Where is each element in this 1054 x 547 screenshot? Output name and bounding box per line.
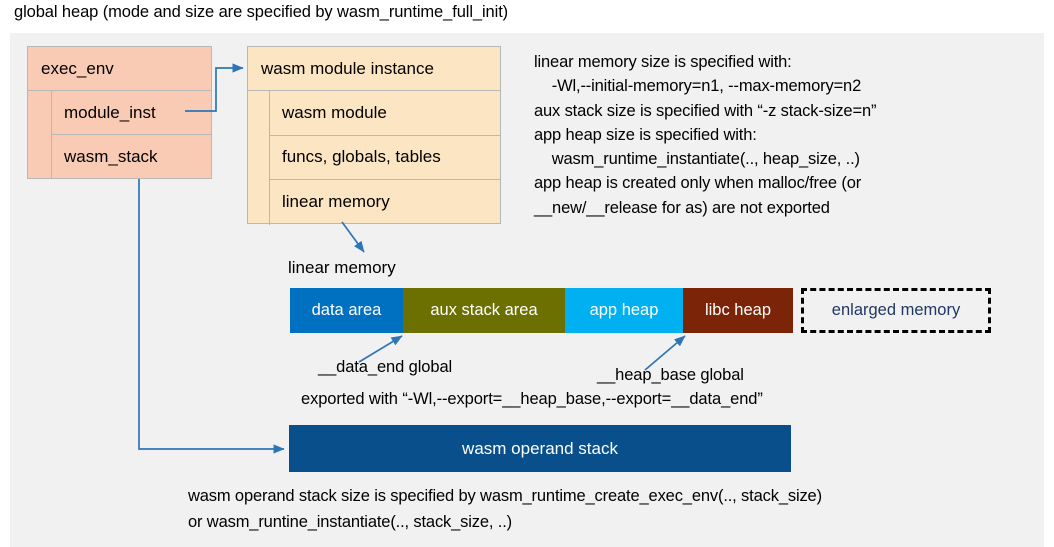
heap-base-annotation: __heap_base global (597, 366, 744, 384)
linear-memory-notes: linear memory size is specified with: -W… (534, 53, 877, 217)
module-instance-body: wasm module funcs, globals, tables linea… (248, 91, 500, 225)
module-instance-field-funcs-globals-tables: funcs, globals, tables (270, 136, 500, 181)
exec-env-field-wasm-stack: wasm_stack (64, 147, 158, 166)
memory-segment-data-area: data area (290, 288, 403, 333)
linear-memory-label: linear memory (288, 258, 396, 277)
page-title: global heap (mode and size are specified… (14, 3, 509, 21)
memory-segment-aux-stack-area: aux stack area (403, 288, 565, 333)
wasm-module-instance-box: wasm module instance wasm module funcs, … (247, 46, 501, 225)
module-instance-gutter (248, 91, 270, 225)
exec-env-fields: module_inst wasm_stack (52, 91, 211, 179)
operand-stack-notes: wasm operand stack size is specified by … (188, 487, 822, 531)
exec-env-gutter (28, 91, 52, 179)
export-flags-annotation: exported with “-Wl,--export=__heap_base,… (301, 390, 763, 408)
exec-env-header: exec_env (28, 47, 211, 91)
exec-env-field-module-inst: module_inst (52, 91, 211, 135)
memory-segment-enlarged-memory: enlarged memory (801, 288, 991, 333)
memory-segment-libc-heap: libc heap (683, 288, 793, 333)
exec-env-box: exec_env module_inst wasm_stack (27, 46, 212, 179)
module-instance-field-linear-memory: linear memory (282, 192, 390, 212)
exec-env-body: module_inst wasm_stack (28, 91, 211, 179)
data-end-annotation: __data_end global (318, 358, 453, 376)
memory-segment-app-heap: app heap (565, 288, 683, 333)
wasm-operand-stack-bar: wasm operand stack (289, 425, 791, 472)
module-instance-header: wasm module instance (248, 47, 500, 91)
module-instance-field-wasm-module: wasm module (270, 91, 500, 136)
module-instance-fields: wasm module funcs, globals, tables linea… (270, 91, 500, 225)
